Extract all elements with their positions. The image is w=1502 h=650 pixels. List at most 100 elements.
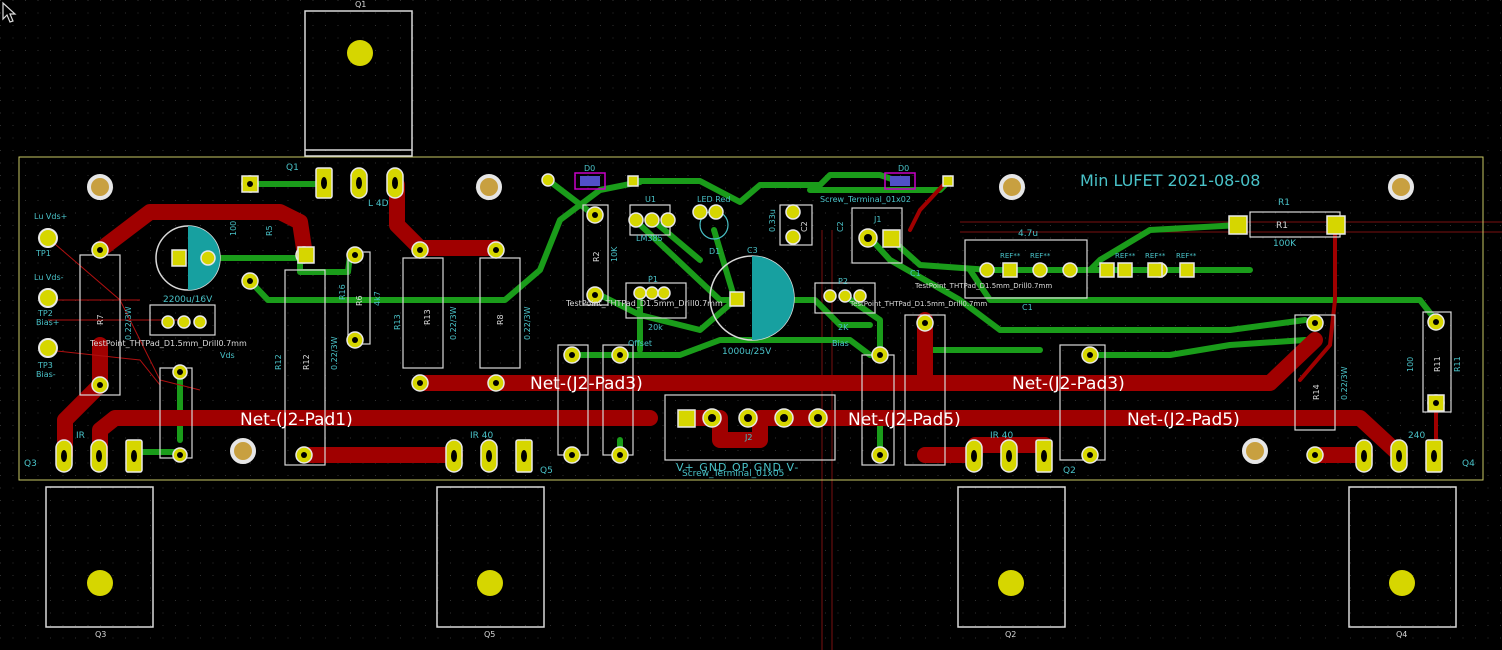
- d1-ref: D1: [709, 247, 720, 256]
- c1-ref-b: C1: [910, 269, 921, 278]
- q4-bottom-ref: Q4: [1396, 630, 1407, 639]
- d0-ref-b: D0: [898, 164, 909, 173]
- j1-ref: J1: [873, 215, 881, 224]
- bcu-traces: [137, 172, 1437, 458]
- net-label-j2-pad3-left: Net-(J2-Pad3): [530, 374, 643, 394]
- mouse-cursor-icon: [2, 1, 17, 23]
- ref-star-5: REF**: [1176, 252, 1197, 260]
- r1-val: 100K: [1273, 239, 1297, 249]
- r12-fab: R12: [302, 354, 311, 370]
- tp1-ref: TP1: [35, 249, 51, 258]
- p1-label: Offset: [628, 339, 652, 348]
- transistor-bodies: [45, 10, 1457, 628]
- r1-fab: R1: [1276, 221, 1288, 231]
- u1-val: LM385: [636, 234, 663, 243]
- q1-ref: Q1: [286, 163, 299, 173]
- r8-val: 0.22/3W: [523, 306, 532, 340]
- q3-ref: Q3: [24, 459, 37, 469]
- r11-fab: R11: [1453, 356, 1462, 372]
- tp-footprint-3: TestPoint_THTPad_D1.5mm_Drill0.7mm: [849, 300, 987, 308]
- net-label-j2-pad1: Net-(J2-Pad1): [240, 410, 353, 430]
- tp1-label: Lu Vds+: [34, 212, 67, 221]
- r12-ref: R12: [274, 354, 283, 370]
- ref-star-2: REF**: [1030, 252, 1051, 260]
- p2-ref: P2: [838, 277, 848, 286]
- r13-val: 0.22/3W: [449, 306, 458, 340]
- j1-footprint: Screw_Terminal_01x02: [820, 195, 911, 204]
- board-title: Min LUFET 2021-08-08: [1080, 171, 1260, 190]
- c2-val: 0.33u: [768, 209, 777, 232]
- c3-val: 1000u/25V: [722, 347, 772, 357]
- c1-val: 4.7u: [1018, 229, 1038, 239]
- component-outlines: [79, 204, 1452, 466]
- ref-star-3: REF**: [1115, 252, 1136, 260]
- tp-footprint-1: TestPoint_THTPad_D1.5mm_Drill0.7mm: [89, 339, 247, 348]
- r6-ref: R6: [355, 295, 364, 306]
- r2-ref: R2: [592, 251, 601, 262]
- r14-ref: R14: [1312, 384, 1321, 400]
- c4-val: 2200u/16V: [163, 295, 213, 305]
- cap-c3[interactable]: [709, 255, 795, 341]
- c2-ref: C2: [836, 221, 845, 232]
- d0-ref-a: D0: [584, 164, 595, 173]
- p2-label: Bias: [832, 339, 849, 348]
- q4-ref: Q4: [1462, 459, 1475, 469]
- r12-val: 0.22/3W: [330, 336, 339, 370]
- u1-ref: U1: [645, 195, 656, 204]
- ref-star-1: REF**: [1000, 252, 1021, 260]
- diode-bodies: [580, 176, 910, 186]
- mounting-holes: [87, 174, 1414, 464]
- r14-val: 0.22/3W: [1340, 366, 1349, 400]
- r2-val: 10K: [610, 246, 619, 262]
- tp-footprint-2: TestPoint_THTPad_D1.5mm_Drill0.7mm: [565, 299, 723, 308]
- net-label-j2-pad5-left: Net-(J2-Pad5): [848, 410, 961, 430]
- r5-val: 100: [229, 221, 238, 236]
- courtyard: [574, 172, 916, 190]
- j2-pins: V+ GND OP GND V-: [676, 461, 799, 474]
- r13-ref: R13: [393, 314, 402, 330]
- q1-top-ref: Q1: [355, 0, 366, 9]
- board-outline[interactable]: [18, 156, 1484, 481]
- r5-ref: R5: [265, 225, 274, 236]
- c3-ref: C3: [747, 246, 758, 255]
- d1-val: LED Red: [697, 195, 730, 204]
- q4-val: 240: [1408, 431, 1425, 441]
- tp3-bias: Bias-: [36, 370, 56, 379]
- tp2-ref: TP2: [37, 309, 53, 318]
- tp2-bias: Bias+: [36, 318, 59, 327]
- c2-fab: C2: [800, 221, 809, 232]
- r13-fab: R13: [423, 309, 432, 325]
- q5-val: IR 40: [470, 431, 493, 441]
- r11-ref: R11: [1433, 356, 1442, 372]
- q5-ref: Q5: [540, 466, 553, 476]
- j2-footprint: Screw_Terminal_01x05: [682, 469, 784, 479]
- r7-ref: R7: [96, 314, 105, 325]
- r6-val: 4k7: [373, 291, 382, 306]
- drill-holes: [61, 177, 1439, 462]
- q2-bottom-ref: Q2: [1005, 630, 1016, 639]
- tp-vds: Vds: [220, 351, 235, 360]
- net-label-j2-pad3-right: Net-(J2-Pad3): [1012, 374, 1125, 394]
- tp3-ref: TP3: [37, 361, 53, 370]
- r16-ref: R16: [338, 284, 347, 300]
- r8-ref: R8: [496, 314, 505, 325]
- j2-ref: J2: [744, 433, 752, 442]
- pads[interactable]: [55, 167, 1445, 473]
- q3-val: IR: [76, 431, 85, 441]
- r1-ref: R1: [1278, 198, 1290, 208]
- ref-star-4: REF**: [1145, 252, 1166, 260]
- test-points[interactable]: [38, 228, 58, 358]
- r11-val: 100: [1406, 357, 1415, 372]
- c1-ref: C1: [1022, 303, 1033, 312]
- tp-footprint-4: TestPoint_THTPad_D1.5mm_Drill0.7mm: [914, 282, 1052, 290]
- q2-ref: Q2: [1063, 466, 1076, 476]
- p1-val: 20k: [648, 323, 663, 332]
- r7-val: 0.22/3W: [124, 306, 133, 340]
- q5-bottom-ref: Q5: [484, 630, 495, 639]
- p2-val: 2K: [838, 323, 849, 332]
- net-label-j2-pad5-right: Net-(J2-Pad5): [1127, 410, 1240, 430]
- p1-ref: P1: [648, 275, 658, 284]
- heatsink-holes: [87, 40, 1415, 596]
